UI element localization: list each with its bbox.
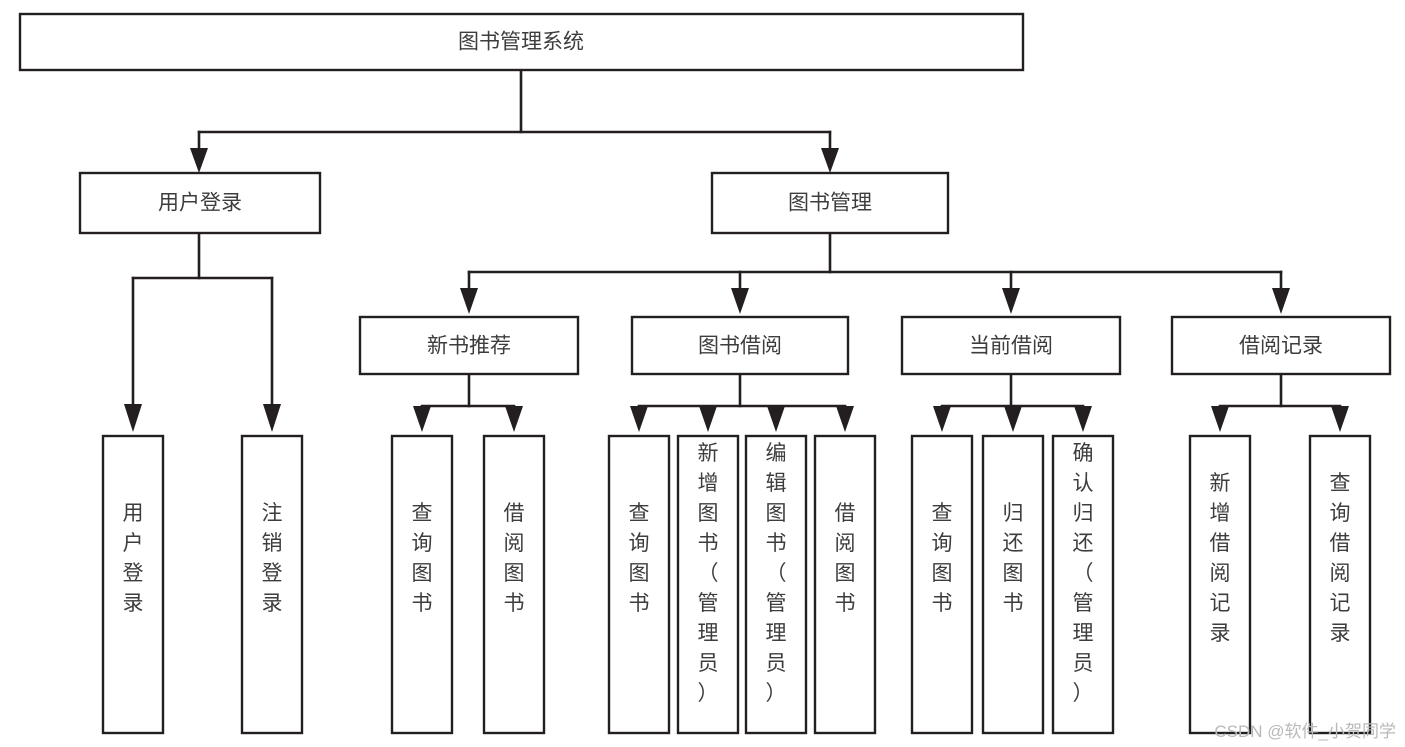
arrow-to-leaf-query-book-1 xyxy=(413,406,431,432)
node-leaf-borrow-book-2[interactable]: 借阅图书 xyxy=(813,434,877,735)
node-leaf-query-book-3[interactable]: 查询图书 xyxy=(910,434,974,735)
arrow-to-leaf-logout xyxy=(263,404,281,432)
node-leaf-edit-book[interactable]: 编辑图书（管理员） xyxy=(744,434,808,735)
arrow-to-current-borrow xyxy=(1002,288,1020,314)
csdn-watermark: CSDN @软件_小贺同学 xyxy=(1214,722,1396,741)
connector-edges xyxy=(124,68,1349,432)
node-book-manage[interactable]: 图书管理 xyxy=(710,171,950,235)
arrow-to-leaf-query-record xyxy=(1331,406,1349,432)
arrow-to-user-login xyxy=(190,148,208,173)
node-leaf-borrow-book-1-box[interactable] xyxy=(482,434,546,735)
node-current-borrow[interactable]: 当前借阅 xyxy=(900,315,1122,376)
node-leaf-query-book-1[interactable]: 查询图书 xyxy=(390,434,454,735)
node-leaf-logout[interactable]: 注销登录 xyxy=(240,434,304,735)
node-leaf-user-login-label: 用户登录 xyxy=(123,502,144,615)
node-leaf-add-record-box[interactable] xyxy=(1188,434,1252,735)
node-leaf-confirm-return-label: 确认归还（管理员） xyxy=(1073,442,1094,705)
node-leaf-add-record[interactable]: 新增借阅记录 xyxy=(1188,434,1252,735)
node-leaf-logout-box[interactable] xyxy=(240,434,304,735)
node-leaf-logout-label: 注销登录 xyxy=(262,502,283,615)
node-leaf-confirm-return-box[interactable] xyxy=(1051,434,1115,735)
arrow-to-book-manage xyxy=(821,148,839,173)
node-borrow-record-box[interactable] xyxy=(1170,315,1392,376)
node-leaf-return-book-box[interactable] xyxy=(981,434,1045,735)
node-current-borrow-box[interactable] xyxy=(900,315,1122,376)
node-new-book-recommend[interactable]: 新书推荐 xyxy=(358,315,580,376)
arrow-to-leaf-user-login xyxy=(124,404,142,432)
node-leaf-add-book-box[interactable] xyxy=(676,434,740,735)
node-leaf-borrow-book-2-box[interactable] xyxy=(813,434,877,735)
node-book-borrow-box[interactable] xyxy=(630,315,850,376)
node-book-manage-label: 图书管理 xyxy=(788,192,872,215)
node-borrow-record-label: 借阅记录 xyxy=(1239,335,1323,358)
node-borrow-record[interactable]: 借阅记录 xyxy=(1170,315,1392,376)
arrow-to-leaf-return-book xyxy=(1004,406,1022,432)
arrow-to-borrow-record xyxy=(1272,288,1290,314)
node-leaf-query-book-3-label: 查询图书 xyxy=(932,502,953,615)
node-leaf-query-book-2-box[interactable] xyxy=(607,434,671,735)
arrow-to-new-book-recommend xyxy=(460,288,478,314)
node-book-borrow[interactable]: 图书借阅 xyxy=(630,315,850,376)
node-leaf-borrow-book-1[interactable]: 借阅图书 xyxy=(482,434,546,735)
node-leaf-add-record-label: 新增借阅记录 xyxy=(1210,472,1231,645)
arrow-to-leaf-query-book-3 xyxy=(933,406,951,432)
node-leaf-query-book-3-box[interactable] xyxy=(910,434,974,735)
node-current-borrow-label: 当前借阅 xyxy=(969,335,1053,358)
node-user-login-label: 用户登录 xyxy=(158,192,242,215)
node-leaf-return-book[interactable]: 归还图书 xyxy=(981,434,1045,735)
arrow-to-leaf-edit-book xyxy=(767,406,785,432)
arrow-to-leaf-borrow-book-1 xyxy=(505,406,523,432)
arrow-to-leaf-add-record xyxy=(1211,406,1229,432)
arrow-to-leaf-confirm-return xyxy=(1074,406,1092,432)
arrow-to-leaf-add-book xyxy=(699,406,717,432)
node-new-book-recommend-label: 新书推荐 xyxy=(427,335,511,358)
node-leaf-user-login-box[interactable] xyxy=(101,434,165,735)
arrow-to-leaf-query-book-2 xyxy=(630,406,648,432)
node-leaf-add-book-label: 新增图书（管理员） xyxy=(698,442,719,705)
node-leaf-query-book-2-label: 查询图书 xyxy=(629,502,650,615)
node-book-borrow-label: 图书借阅 xyxy=(698,335,782,358)
node-new-book-recommend-box[interactable] xyxy=(358,315,580,376)
node-leaf-query-record-label: 查询借阅记录 xyxy=(1330,472,1351,645)
arrow-to-book-borrow xyxy=(731,288,749,314)
node-leaf-edit-book-label: 编辑图书（管理员） xyxy=(766,442,787,705)
node-leaf-borrow-book-1-label: 借阅图书 xyxy=(504,502,525,615)
node-leaf-edit-book-box[interactable] xyxy=(744,434,808,735)
node-leaf-query-book-1-box[interactable] xyxy=(390,434,454,735)
node-leaf-borrow-book-2-label: 借阅图书 xyxy=(835,502,856,615)
node-root[interactable]: 图书管理系统 xyxy=(18,12,1025,72)
node-leaf-query-record[interactable]: 查询借阅记录 xyxy=(1308,434,1372,735)
node-leaf-user-login[interactable]: 用户登录 xyxy=(101,434,165,735)
node-root-box[interactable] xyxy=(18,12,1025,72)
node-leaf-query-book-2[interactable]: 查询图书 xyxy=(607,434,671,735)
node-leaf-query-book-1-label: 查询图书 xyxy=(412,502,433,615)
arrow-to-leaf-borrow-book-2 xyxy=(836,406,854,432)
node-book-manage-box[interactable] xyxy=(710,171,950,235)
node-user-login[interactable]: 用户登录 xyxy=(78,171,322,235)
node-leaf-return-book-label: 归还图书 xyxy=(1003,502,1024,615)
node-leaf-query-record-box[interactable] xyxy=(1308,434,1372,735)
node-user-login-box[interactable] xyxy=(78,171,322,235)
node-leaf-confirm-return[interactable]: 确认归还（管理员） xyxy=(1051,434,1115,735)
node-root-label: 图书管理系统 xyxy=(458,31,584,54)
node-leaf-add-book[interactable]: 新增图书（管理员） xyxy=(676,434,740,735)
